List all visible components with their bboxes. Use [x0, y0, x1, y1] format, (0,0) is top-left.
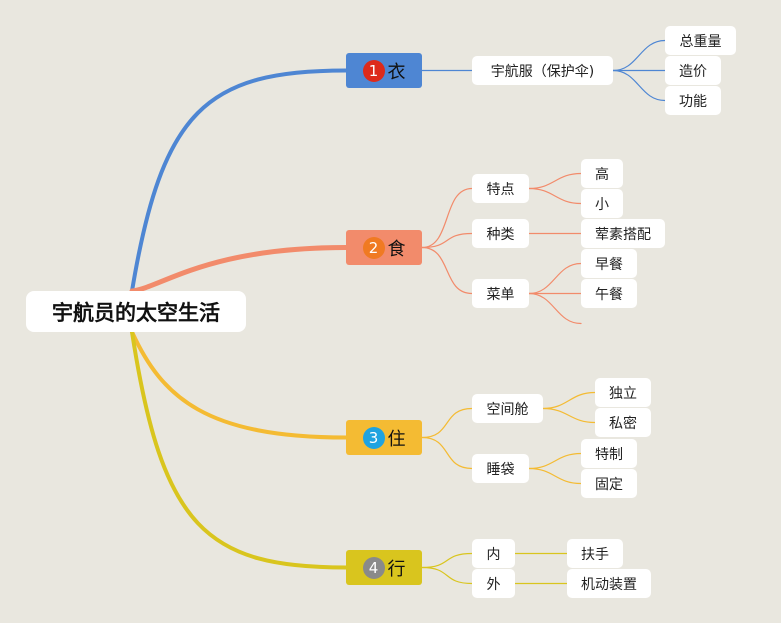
subtopic[interactable]: 种类 [472, 219, 529, 248]
main-topic-label: 住 [387, 428, 406, 450]
number-badge-icon: 3 [362, 426, 385, 449]
main-topic-label: 衣 [387, 61, 406, 83]
root-topic[interactable]: 宇航员的太空生活 [26, 291, 246, 332]
subtopic[interactable]: 睡袋 [472, 454, 529, 483]
sub-connector [421, 407, 473, 439]
subtopic-label: 内 [486, 546, 501, 563]
number-badge-icon: 1 [362, 59, 385, 82]
leaf-topic-label: 造价 [679, 63, 707, 80]
leaf-topic[interactable]: 早餐 [581, 249, 637, 278]
leaf-topic-label: 扶手 [581, 546, 609, 563]
leaf-topic-label: 特制 [595, 446, 623, 463]
leaf-connector [612, 69, 666, 102]
leaf-topic[interactable]: 功能 [665, 86, 721, 115]
leaf-topic[interactable]: 扶手 [567, 539, 623, 568]
sub-connector [421, 246, 473, 295]
leaf-topic-label: 固定 [595, 476, 623, 493]
leaf-connector [528, 467, 582, 485]
leaf-topic[interactable]: 总重量 [665, 26, 736, 55]
leaf-topic-label: 小 [595, 196, 609, 213]
leaf-topic-label: 总重量 [679, 33, 722, 50]
leaf-connector [528, 262, 582, 295]
leaf-connector [528, 292, 582, 325]
leaf-topic[interactable]: 造价 [665, 56, 721, 85]
branch-connector-4 [130, 330, 348, 570]
subtopic-label: 宇航服（保护伞) [490, 63, 595, 80]
leaf-topic[interactable]: 荤素搭配 [581, 219, 665, 248]
leaf-topic-label: 荤素搭配 [595, 226, 651, 243]
sub-connector [421, 187, 473, 249]
subtopic-label: 睡袋 [486, 461, 515, 478]
leaf-topic[interactable]: 固定 [581, 469, 637, 498]
number-badge-icon: 2 [362, 236, 385, 259]
leaf-connector [528, 172, 582, 190]
sub-connector [421, 436, 473, 470]
leaf-connector [612, 39, 666, 72]
main-topic-label: 行 [387, 558, 406, 580]
leaf-topic[interactable]: 特制 [581, 439, 637, 468]
main-topic-label: 食 [387, 238, 406, 260]
leaf-topic[interactable]: 午餐 [581, 279, 637, 308]
sub-connector [421, 552, 473, 569]
leaf-topic[interactable]: 高 [581, 159, 623, 188]
leaf-topic[interactable]: 私密 [595, 408, 651, 437]
subtopic-label: 种类 [486, 226, 515, 243]
subtopic-label: 外 [486, 576, 501, 593]
number-badge-icon: 4 [362, 556, 385, 579]
leaf-connector [528, 187, 582, 205]
leaf-topic-label: 午餐 [595, 286, 623, 303]
leaf-connector [542, 407, 596, 424]
leaf-topic-label: 机动装置 [581, 576, 637, 593]
subtopic-label: 菜单 [486, 286, 515, 303]
subtopic[interactable]: 宇航服（保护伞) [472, 56, 613, 85]
leaf-connector [528, 452, 582, 470]
leaf-topic-label: 早餐 [595, 256, 623, 273]
leaf-connector [542, 391, 596, 410]
leaf-topic-label: 高 [595, 166, 609, 183]
sub-connector [421, 566, 473, 585]
leaf-topic-label: 功能 [679, 93, 707, 110]
root-topic-label: 宇航员的太空生活 [52, 300, 220, 325]
subtopic-label: 特点 [486, 181, 515, 198]
subtopic[interactable]: 空间舱 [472, 394, 543, 423]
sub-connector [421, 232, 473, 249]
leaf-topic-label: 私密 [609, 415, 637, 432]
branch-connector-1 [130, 68, 348, 293]
leaf-topic-label: 独立 [609, 385, 637, 402]
subtopic[interactable]: 外 [472, 569, 515, 598]
subtopic[interactable]: 内 [472, 539, 515, 568]
leaf-topic[interactable]: 独立 [595, 378, 651, 407]
subtopic-label: 空间舱 [486, 401, 529, 418]
subtopic[interactable]: 菜单 [472, 279, 529, 308]
subtopic[interactable]: 特点 [472, 174, 529, 203]
leaf-topic[interactable]: 机动装置 [567, 569, 651, 598]
branch-connector-3 [130, 330, 348, 440]
leaf-topic[interactable]: 小 [581, 189, 623, 218]
branch-connector-2 [129, 245, 349, 294]
